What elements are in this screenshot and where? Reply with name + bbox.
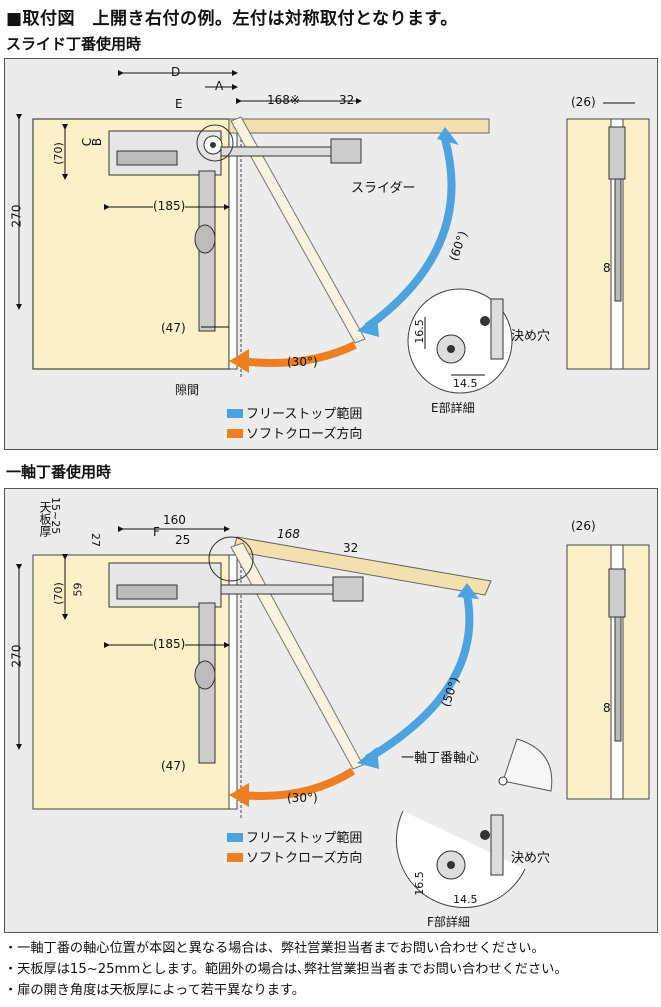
section1-panel: D A E 168※ 32 C B (70) 270 (185) (47) スラ…: [4, 58, 658, 450]
dim-70: (70): [51, 142, 65, 165]
dim-168-2: 168: [277, 527, 300, 541]
detail-145: 14.5: [453, 377, 478, 390]
section2-title: 一軸丁番使用時: [6, 463, 112, 481]
lid-open-2: [230, 542, 364, 770]
dim-thick-label: 天板厚: [38, 501, 52, 537]
dim-b: B: [90, 137, 105, 147]
dim-270-2: 270: [9, 644, 24, 668]
dim-d: D: [171, 65, 181, 79]
angle-close: (30°): [287, 355, 318, 369]
dim-47-2: (47): [161, 759, 186, 773]
slider-label: スライダー: [351, 181, 416, 196]
axis-fan: [502, 738, 553, 792]
dim-270: 270: [9, 204, 24, 228]
dim-32-2: 32: [343, 541, 359, 555]
legend-freestop: フリーストップ範囲: [227, 403, 362, 422]
gap-label: 隙間: [175, 383, 200, 397]
legend-freestop-2: フリーストップ範囲: [227, 827, 362, 846]
page-title: ■取付図 上開き右付の例。左付は対称取付となります。: [6, 9, 458, 29]
notes: ・一軸丁番の軸心位置が本図と異なる場合は、弊社営業担当者までお問い合わせください…: [4, 938, 568, 1001]
section1-title: スライド丁番使用時: [6, 35, 142, 53]
note-1: ・一軸丁番の軸心位置が本図と異なる場合は、弊社営業担当者までお問い合わせください…: [4, 941, 545, 956]
axis-label: 一軸丁番軸心: [401, 751, 480, 766]
dim-32: 32: [339, 93, 355, 107]
arm-2: [220, 584, 346, 595]
dim-thick-range: 15~25: [49, 497, 62, 535]
softclose-arrow-2: [240, 767, 356, 800]
dim-26: (26): [571, 95, 596, 109]
dim-e: E: [175, 97, 183, 111]
slider: [330, 138, 362, 164]
dim-47: (47): [161, 321, 186, 335]
legend-softclose-2: ソフトクローズ方向: [227, 847, 362, 866]
detail-165-2: 16.5: [412, 871, 426, 896]
detail-hole-label: 決め穴: [511, 329, 551, 344]
detail-165: 16.5: [412, 319, 426, 344]
legend-softclose: ソフトクローズ方向: [227, 423, 362, 442]
section2-diagram: [16, 526, 650, 909]
dim-8-2: 8: [603, 701, 611, 715]
dim-185: (185): [153, 199, 186, 213]
side-view-cabinet: [566, 118, 650, 370]
note-2: ・天板厚は15~25mmとします。範囲外の場合は､弊社営業担当者までお問い合わせ…: [4, 962, 568, 977]
detail-caption-2: F部詳細: [427, 915, 470, 929]
note-3: ・扉の開き角度は天板厚によって若干異なります。: [4, 983, 305, 998]
dim-70-2: (70): [51, 582, 65, 605]
dim-26-2: (26): [571, 519, 596, 533]
dim-160: 160: [163, 513, 186, 527]
dim-168: 168※: [267, 93, 300, 107]
section1-diagram: [16, 70, 650, 394]
freestop-arrow-2: [364, 594, 474, 763]
arm: [220, 146, 344, 157]
dim-f: F: [153, 525, 160, 539]
dim-8: 8: [603, 261, 611, 275]
softclose-arrow: [240, 341, 357, 367]
dim-25: 25: [175, 533, 191, 547]
dim-59: 59: [71, 582, 85, 597]
dim-185-2: (185): [153, 637, 186, 651]
section2-panel: 天板厚 15~25 27 160 F 25 168 32 (70) 59 270…: [4, 488, 658, 933]
dim-27: 27: [89, 533, 102, 547]
lid-closed: [228, 118, 490, 134]
angle-close-2: (30°): [287, 791, 318, 805]
detail-145-2: 14.5: [453, 893, 478, 906]
detail-caption: E部詳細: [431, 401, 475, 415]
detail-hole-label-2: 決め穴: [511, 851, 551, 866]
lid-open: [230, 116, 366, 344]
freestop-arrow: [364, 137, 456, 331]
side-view-cabinet-2: [566, 544, 650, 800]
dim-a: A: [215, 79, 224, 93]
